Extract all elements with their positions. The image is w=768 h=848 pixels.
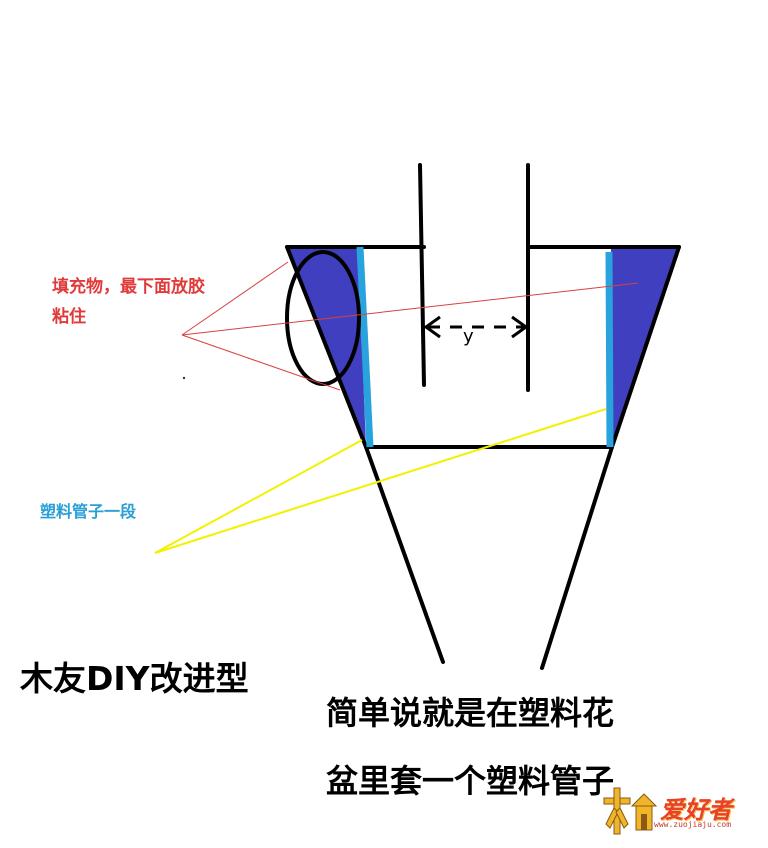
watermark-logo: 爱好者 www.zuojiaju.com xyxy=(600,784,760,840)
pipe-left-wall xyxy=(356,246,374,448)
diagram-title: 木友DIY改进型 xyxy=(20,659,249,698)
dimension-y-label: y xyxy=(463,326,474,347)
description-line-1: 简单说就是在塑料花 xyxy=(326,694,615,732)
logo-text: 爱好者 xyxy=(660,796,732,824)
neck-outline xyxy=(285,163,681,392)
stray-dot xyxy=(182,376,186,380)
description-line-2: 盆里套一个塑料管子 xyxy=(326,762,615,800)
logo-url: www.zuojiaju.com xyxy=(654,820,732,829)
pipe-leader-lines xyxy=(154,408,607,554)
filler-label-line1: 填充物，最下面放胶 xyxy=(52,277,205,297)
filler-label: 填充物，最下面放胶 粘住 xyxy=(52,272,205,332)
filler-leader-lines xyxy=(181,261,639,391)
filler-label-line2: 粘住 xyxy=(52,307,86,327)
dimension-y xyxy=(423,315,529,339)
pipe-right-wall xyxy=(605,251,614,448)
pipe-segment-label: 塑料管子一段 xyxy=(40,502,137,521)
logo-mark-icon xyxy=(603,787,658,835)
